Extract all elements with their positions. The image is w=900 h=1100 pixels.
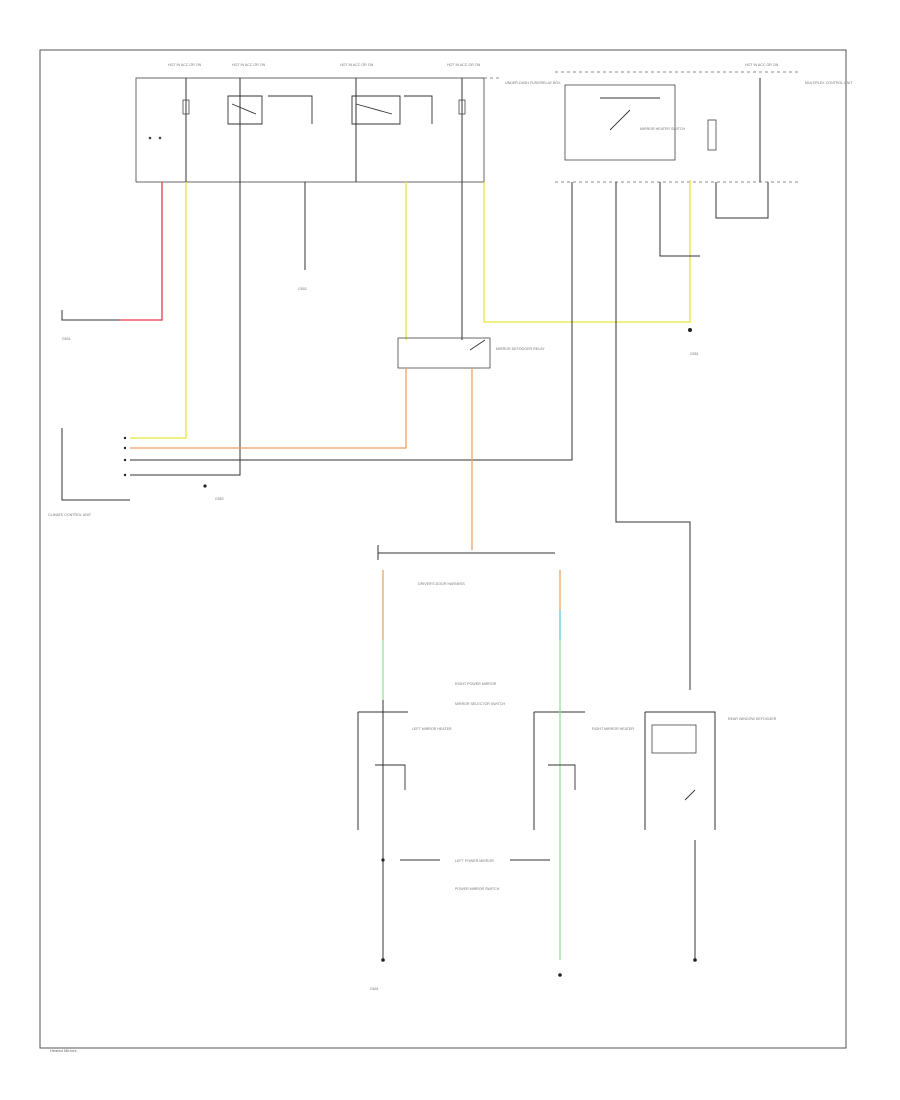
- right-mirror-heater: RIGHT MIRROR HEATER: [533, 700, 634, 960]
- label-fuse-box: UNDER-DASH FUSE/RELAY BOX: [505, 81, 561, 85]
- fuse-relay-box: HOT IN ACC OR ON HOT IN ACC OR ON HOT IN…: [135, 63, 561, 183]
- label-top-1: HOT IN ACC OR ON: [168, 63, 202, 67]
- label-top-3: HOT IN ACC OR ON: [340, 63, 374, 67]
- label-right-mirror: RIGHT POWER MIRROR: [455, 682, 497, 686]
- label-top-5: HOT IN ACC OR ON: [745, 63, 779, 67]
- diagram-frame: [39, 49, 847, 1049]
- label-heater-switch: MIRROR HEATER SWITCH: [640, 127, 685, 131]
- label-multiplex: MULTIPLEX CONTROL UNIT: [805, 81, 853, 85]
- label-rear-defogger: REAR WINDOW DEFOGGER: [728, 717, 777, 721]
- mirror-defogger-relay: MIRROR DEFOGGER RELAY: [397, 337, 545, 369]
- label-right-heater: RIGHT MIRROR HEATER: [592, 727, 634, 731]
- ground-defogger: [693, 958, 697, 962]
- label-ground-5: G601: [370, 987, 379, 991]
- label-ground-2: G502: [298, 287, 307, 291]
- label-mirror-switch: MIRROR SELECTOR SWITCH: [455, 702, 505, 706]
- label-left-mirror: LEFT POWER MIRROR: [455, 859, 494, 863]
- label-door-harness: DRIVER'S DOOR HARNESS: [418, 582, 465, 586]
- label-left-heater: LEFT MIRROR HEATER: [412, 727, 452, 731]
- multiplex-control-unit: HOT IN ACC OR ON MULTIPLEX CONTROL UNIT …: [555, 63, 853, 183]
- label-power-mirror: POWER MIRROR SWITCH: [455, 887, 500, 891]
- rear-window-defogger: REAR WINDOW DEFOGGER: [644, 711, 777, 960]
- left-mirror-heater: LEFT MIRROR HEATER: [357, 700, 452, 960]
- ground-right-heater: [558, 973, 562, 977]
- door-harness: DRIVER'S DOOR HARNESS: [377, 545, 555, 586]
- label-ground-4: G552: [215, 497, 224, 501]
- label-relay: MIRROR DEFOGGER RELAY: [496, 347, 545, 351]
- label-top-4: HOT IN ACC OR ON: [447, 63, 481, 67]
- label-ground-1: G501: [62, 337, 71, 341]
- ground-left-heater: [381, 958, 385, 962]
- label-climate-control: CLIMATE CONTROL UNIT: [48, 513, 92, 517]
- label-top-2: HOT IN ACC OR ON: [232, 63, 266, 67]
- diagram-footer: Heated Mirrors: [50, 1048, 76, 1053]
- label-ground-3: G551: [690, 352, 699, 356]
- climate-control-connector: CLIMATE CONTROL UNIT G552: [48, 428, 224, 517]
